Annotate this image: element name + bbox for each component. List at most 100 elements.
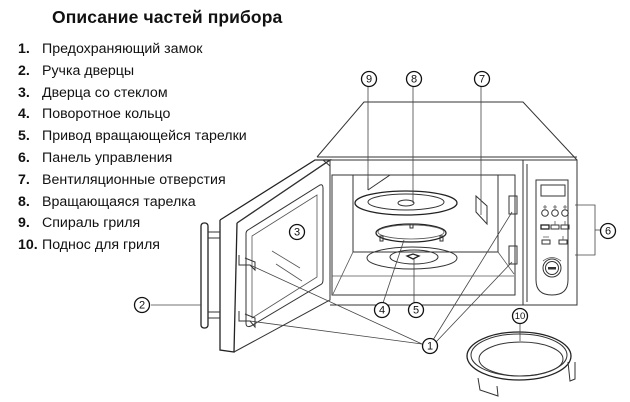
list-item: 8. Вращающаяся тарелка bbox=[18, 192, 247, 214]
control-button bbox=[551, 209, 559, 217]
door-window-glass bbox=[251, 194, 318, 319]
item-number: 4. bbox=[18, 106, 30, 123]
item-label: Вентиляционные отверстия bbox=[42, 171, 226, 188]
floor-ellipse bbox=[366, 246, 458, 270]
item-number: 3. bbox=[18, 84, 30, 101]
item-number: 7. bbox=[18, 171, 30, 188]
callout-circle bbox=[373, 301, 391, 319]
cavity-edge bbox=[332, 251, 354, 295]
leader-1c bbox=[432, 211, 513, 341]
item-number: 8. bbox=[18, 193, 30, 210]
item-label: Панель управления bbox=[42, 149, 173, 166]
callout-8: 8 bbox=[405, 70, 423, 88]
lock-slot-upper bbox=[508, 195, 518, 215]
callout-3: 3 bbox=[288, 223, 306, 241]
lock-slot-lower bbox=[508, 245, 518, 265]
cavity-back-wall bbox=[352, 174, 499, 253]
button-row-1 bbox=[541, 205, 569, 217]
item-label: Дверца со стеклом bbox=[42, 84, 168, 101]
item-label: Вращающаяся тарелка bbox=[42, 193, 196, 210]
callout-circle bbox=[360, 70, 378, 88]
cavity-edge bbox=[497, 251, 515, 275]
dial-arc bbox=[542, 257, 562, 262]
turntable-center bbox=[397, 199, 415, 207]
callout-number: 3 bbox=[294, 227, 300, 239]
button-row-3 bbox=[541, 236, 568, 245]
list-item: 3. Дверца со стеклом bbox=[18, 83, 247, 105]
item-label: Ручка дверцы bbox=[42, 62, 135, 79]
callout-number: 1 bbox=[427, 341, 433, 353]
control-button bbox=[541, 209, 549, 217]
callout-circle bbox=[421, 337, 439, 355]
turntable-outer bbox=[354, 190, 458, 216]
callout-9: 9 bbox=[360, 70, 378, 88]
callout-circle bbox=[407, 301, 425, 319]
display bbox=[540, 184, 566, 197]
callout-number: 9 bbox=[366, 74, 372, 86]
list-item: 2.Ручка дверцы bbox=[18, 61, 247, 83]
item-label: Поднос для гриля bbox=[42, 237, 160, 254]
grill-tray bbox=[466, 331, 576, 397]
control-button bbox=[541, 239, 551, 245]
item-number: 9. bbox=[18, 215, 30, 232]
grill-tray-inner bbox=[478, 341, 564, 377]
leader-4 bbox=[382, 239, 405, 304]
list-item: 6.Панель управления bbox=[18, 148, 247, 170]
callout-10: 10 bbox=[511, 307, 529, 325]
callout-circle bbox=[599, 222, 617, 240]
dial-outer bbox=[542, 258, 562, 278]
callout-7: 7 bbox=[473, 70, 491, 88]
item-label: Привод вращающейся тарелки bbox=[42, 128, 247, 145]
callout-number: 5 bbox=[413, 305, 419, 317]
roller-wheel bbox=[379, 235, 384, 242]
roller-wheel bbox=[409, 223, 414, 229]
handle-mounts bbox=[208, 231, 220, 319]
callout-number: 7 bbox=[479, 74, 485, 86]
callout-circle bbox=[473, 70, 491, 88]
item-label: Спираль гриля bbox=[42, 215, 141, 232]
leader-1b bbox=[249, 320, 423, 345]
grill-tray-outer bbox=[466, 331, 572, 381]
item-number: 10. bbox=[18, 237, 38, 254]
callout-4: 4 bbox=[373, 301, 391, 319]
door-hinge bbox=[315, 159, 331, 167]
control-panel bbox=[535, 179, 570, 296]
roller-ring-inner bbox=[377, 224, 445, 240]
dial-inner bbox=[545, 261, 559, 275]
leader-1d bbox=[435, 261, 513, 343]
item-number: 1. bbox=[18, 41, 30, 57]
list-item: 5. Привод вращающейся тарелки bbox=[18, 126, 247, 148]
latch-hook-lower bbox=[238, 311, 256, 329]
door-panel bbox=[233, 159, 331, 353]
item-label: Поворотное кольцо bbox=[42, 106, 171, 123]
leader-lines bbox=[151, 86, 600, 345]
button-symbols bbox=[543, 205, 567, 209]
grill-element bbox=[367, 174, 391, 191]
handle-bar bbox=[200, 222, 209, 329]
glass-reflection bbox=[271, 250, 303, 282]
grill-tray-foot bbox=[567, 361, 576, 382]
door-handle bbox=[200, 222, 220, 329]
page-title: Описание частей прибора bbox=[52, 7, 283, 27]
item-number: 5. bbox=[18, 128, 30, 145]
callout-2: 2 bbox=[133, 296, 151, 314]
callout-5: 5 bbox=[407, 301, 425, 319]
callout-number: 8 bbox=[411, 74, 417, 86]
turntable-drive bbox=[366, 246, 458, 270]
grill-tray-foot bbox=[477, 377, 499, 397]
control-button bbox=[550, 224, 560, 230]
callout-circle bbox=[405, 70, 423, 88]
callout-number: 10 bbox=[515, 311, 526, 322]
leader-6-bracket bbox=[575, 204, 596, 256]
dial-grip bbox=[548, 267, 556, 270]
control-button bbox=[540, 224, 550, 230]
button-row-2 bbox=[540, 221, 570, 230]
door-window-outer bbox=[245, 184, 324, 328]
microwave-body bbox=[316, 101, 578, 306]
callout-circle bbox=[288, 223, 306, 241]
callout-number: 4 bbox=[379, 305, 385, 317]
list-item: 7. Вентиляционные отверстия bbox=[18, 170, 247, 192]
control-dial bbox=[542, 257, 562, 278]
callout-number: 2 bbox=[139, 300, 145, 312]
